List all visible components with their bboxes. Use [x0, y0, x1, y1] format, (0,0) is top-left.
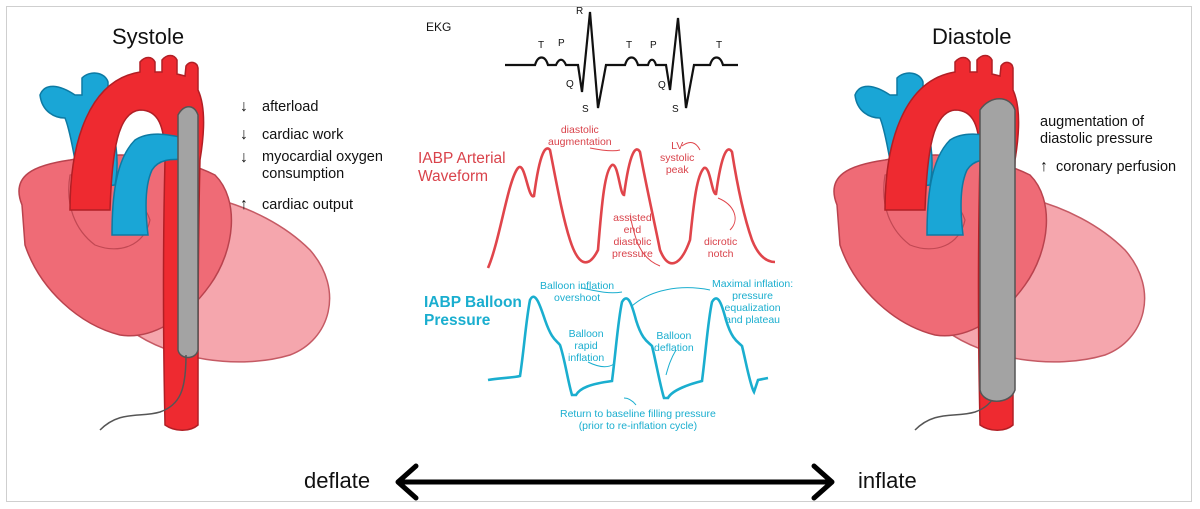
ekg-trace — [505, 11, 738, 109]
ekg-wave-t: T — [538, 40, 545, 51]
arrow-down-icon: ↓ — [240, 98, 248, 115]
annotation-lv-systolic-peak: LV systolic peak — [660, 140, 695, 177]
ekg-wave-q: Q — [566, 79, 574, 90]
balloon-pressure-label: IABP Balloon Pressure — [424, 294, 522, 329]
annotation-rapid-inflation: Balloon rapid inflation — [568, 328, 605, 365]
arterial-waveform-label: IABP Arterial Waveform — [418, 150, 506, 185]
arterial-annotation-pointers — [589, 142, 736, 267]
arrow-down-icon: ↓ — [240, 149, 248, 166]
diastole-effect-augmentation: augmentation of diastolic pressure — [1040, 114, 1153, 147]
annotation-maximal-inflation: Maximal inflation: pressure equalization… — [712, 278, 794, 327]
diastole-title: Diastole — [932, 24, 1012, 49]
ekg-wave-t-3: T — [716, 40, 723, 51]
ekg-wave-s: S — [582, 104, 589, 115]
annotation-dicrotic-notch: dicrotic notch — [704, 236, 738, 261]
arterial-waveform — [486, 147, 776, 269]
deflate-inflate-arrow — [395, 463, 835, 501]
annotation-diastolic-augmentation: diastolic augmentation — [548, 124, 612, 149]
diastole-heart-illustration — [833, 54, 1146, 431]
annotation-return-baseline: Return to baseline filling pressure (pri… — [560, 408, 716, 433]
systole-effect-cardiac-work: ↓cardiac work — [240, 126, 344, 143]
deflate-label: deflate — [304, 468, 371, 493]
ekg-label: EKG — [426, 20, 452, 34]
balloon-annotation-pointers — [581, 287, 711, 406]
systole-effect-oxygen: ↓myocardial oxygen consumption — [240, 149, 383, 182]
annotation-assisted-end-diastolic: assisted end diastolic pressure — [612, 212, 653, 261]
systole-title: Systole — [112, 24, 185, 49]
ekg-wave-p: P — [558, 38, 565, 49]
annotation-inflation-overshoot: Balloon inflation overshoot — [540, 280, 615, 305]
ekg-wave-q-2: Q — [658, 80, 666, 91]
diagram-frame — [6, 6, 1192, 502]
inflate-label: inflate — [858, 468, 917, 493]
systole-effect-afterload: ↓afterload — [240, 98, 319, 115]
ekg-wave-s-2: S — [672, 104, 679, 115]
ekg-wave-r: R — [576, 6, 584, 17]
arrow-up-icon: ↑ — [240, 196, 248, 213]
arrow-down-icon: ↓ — [240, 126, 248, 143]
diastole-effect-coronary: ↑coronary perfusion — [1040, 158, 1177, 175]
balloon-waveform — [487, 295, 769, 400]
annotation-deflation: Balloon deflation — [654, 330, 694, 355]
systole-effect-output: ↑cardiac output — [240, 196, 354, 213]
ekg-wave-t-2: T — [626, 40, 633, 51]
arrow-up-icon: ↑ — [1040, 158, 1048, 175]
ekg-wave-p-2: P — [650, 40, 657, 51]
